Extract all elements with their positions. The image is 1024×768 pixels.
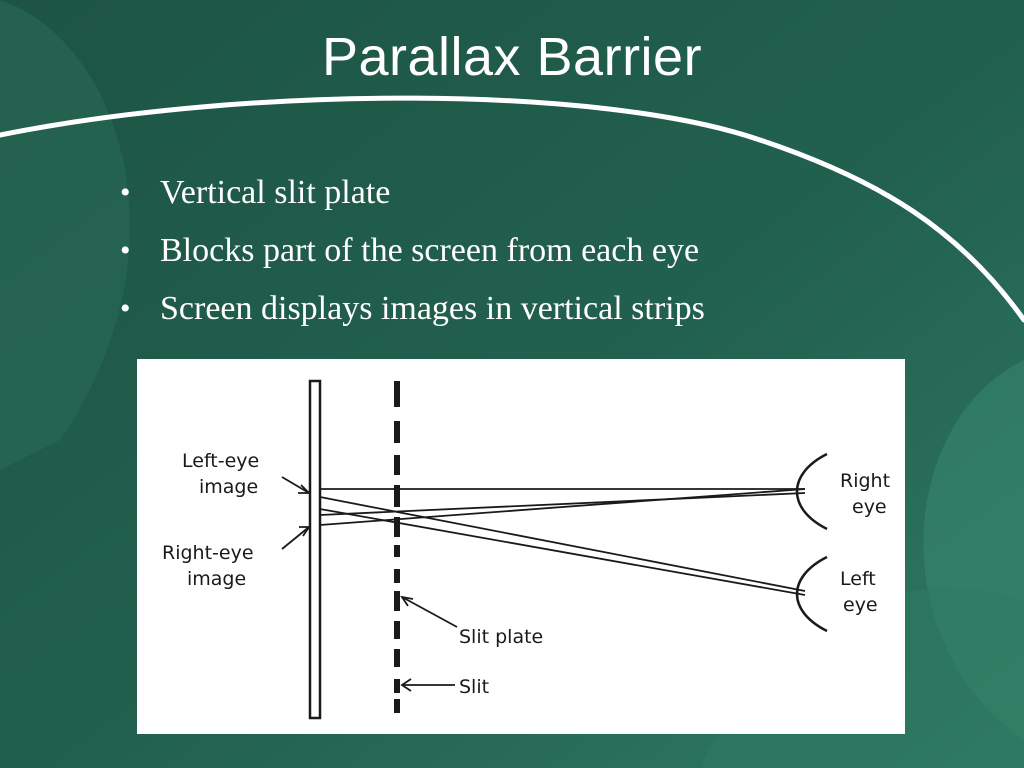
- bullet-item: • Blocks part of the screen from each eye: [120, 226, 705, 284]
- left-eye-image-label: image: [199, 476, 258, 498]
- right-eye-label: eye: [852, 496, 887, 518]
- right-eye-image-label: image: [187, 568, 246, 590]
- slide-title: Parallax Barrier: [321, 27, 703, 87]
- slit-plate-label: Slit plate: [459, 626, 543, 648]
- slit-plate: [394, 381, 400, 713]
- screen-panel: [308, 379, 322, 720]
- label-arrows: [281, 476, 458, 692]
- slit-label: Slit: [459, 676, 489, 698]
- bullet-dot: •: [120, 292, 131, 325]
- bullet-text: Screen displays images in vertical strip…: [160, 290, 705, 327]
- bullet-text: Blocks part of the screen from each eye: [160, 232, 700, 269]
- diagram-svg: Left-eye image Right-eye image Right eye…: [162, 379, 890, 720]
- right-eye-image-label: Right-eye: [162, 542, 254, 564]
- left-eye-label: Left: [840, 568, 876, 590]
- bullet-text: Vertical slit plate: [160, 174, 391, 211]
- bullet-list: • Vertical slit plate • Blocks part of the…: [120, 168, 705, 342]
- bullet-dot: •: [120, 176, 131, 209]
- bullet-dot: •: [120, 234, 131, 267]
- left-eye-image-label: Left-eye: [182, 450, 259, 472]
- right-eye-label: Right: [840, 470, 890, 492]
- bullet-item: • Screen displays images in vertical stri…: [120, 284, 705, 342]
- right-eye-icon: [795, 452, 828, 531]
- bullet-item: • Vertical slit plate: [120, 168, 705, 226]
- left-eye-label: eye: [843, 594, 878, 616]
- light-rays: [319, 488, 806, 596]
- left-eye-icon: [795, 555, 828, 633]
- parallax-barrier-diagram: Left-eye image Right-eye image Right eye…: [137, 359, 905, 734]
